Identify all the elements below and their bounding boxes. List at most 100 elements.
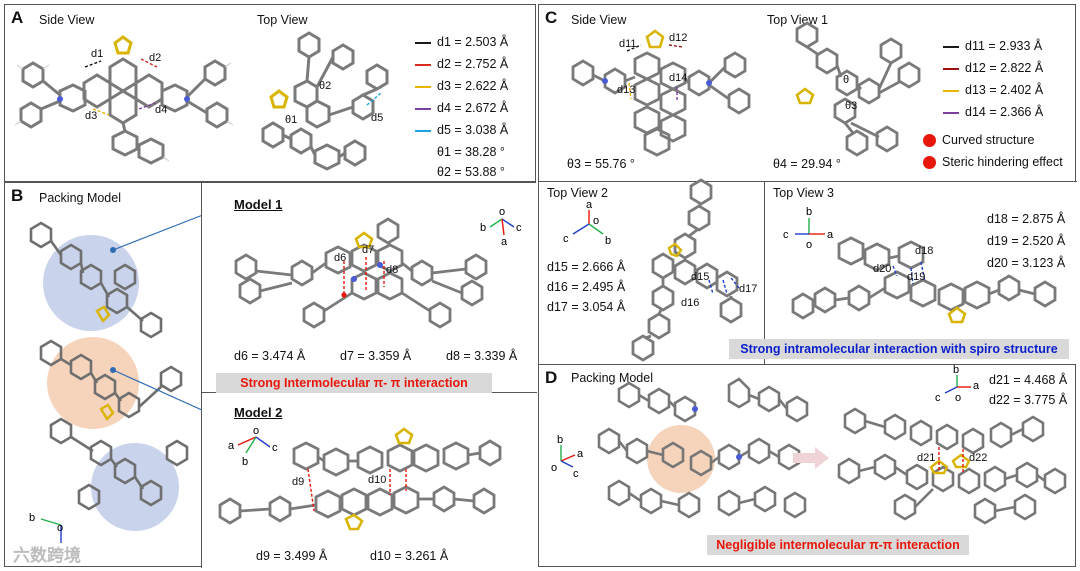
legend-d2: d2 = 2.752 Å [415, 57, 508, 71]
panel-d-left-packing [597, 377, 809, 519]
legend-d5: d5 = 3.038 Å [415, 123, 508, 137]
panel-c-banner: Strong intramolecular interaction with s… [729, 339, 1069, 359]
svg-text:o: o [253, 425, 259, 437]
axis-o: o [57, 522, 63, 534]
svg-text:c: c [573, 468, 579, 480]
red-dot-icon [923, 156, 936, 170]
label-d10: d10 [368, 474, 386, 486]
model2-axes: o a c b [228, 425, 278, 468]
panel-a-label: A [11, 8, 24, 27]
svg-text:b: b [480, 222, 486, 234]
angle-theta1: θ1 = 38.28 ° [437, 145, 505, 159]
top-view2-axes: a o c b [563, 199, 611, 247]
value-d15: d15 = 2.666 Å [547, 260, 626, 274]
model1-axes: o b c a [480, 206, 522, 248]
label-d1: d1 [91, 48, 103, 60]
label-d6: d6 [334, 252, 346, 264]
value-d8: d8 = 3.339 Å [446, 349, 518, 363]
value-d10: d10 = 3.261 Å [370, 549, 449, 563]
panel-a-top-view-title: Top View [257, 13, 308, 27]
model1-banner: Strong Intermolecular π- π interaction [216, 373, 492, 393]
watermark: 六数跨境 [13, 546, 81, 565]
svg-text:a: a [827, 229, 834, 241]
value-d7: d7 = 3.359 Å [340, 349, 412, 363]
label-d22: d22 [969, 452, 987, 464]
top-view3-molecule: d18 d19 d20 [791, 236, 1057, 324]
panel-a-side-view-molecule: d1 d2 d3 d4 [14, 35, 234, 165]
top-view2-title: Top View 2 [547, 186, 608, 200]
label-d2: d2 [149, 52, 161, 64]
svg-text:b: b [557, 434, 563, 446]
value-d19: d19 = 2.520 Å [987, 234, 1066, 248]
panel-c: C Side View Top View 1 d11 d12 d13 [538, 4, 1077, 365]
label-d5: d5 [371, 112, 383, 124]
panel-b: B Packing Model [4, 182, 537, 568]
value-d9: d9 = 3.499 Å [256, 549, 328, 563]
panel-d: D Packing Model b a o c [538, 364, 1076, 567]
angle-theta2: θ2 = 53.88 ° [437, 165, 505, 179]
panel-b-label: B [11, 186, 24, 205]
svg-text:c: c [563, 233, 569, 245]
legend-d12: d12 = 2.822 Å [943, 61, 1043, 75]
svg-text:c: c [272, 442, 278, 454]
axes-indicator-b-left: b o [29, 512, 63, 543]
label-d14: d14 [669, 72, 687, 84]
panel-c-top-view1-title: Top View 1 [767, 13, 828, 27]
svg-text:a: a [586, 199, 593, 211]
value-d17: d17 = 3.054 Å [547, 300, 626, 314]
panel-d-label: D [545, 368, 558, 387]
svg-text:a: a [973, 380, 980, 392]
label-d8: d8 [386, 264, 398, 276]
label-d20: d20 [873, 263, 891, 275]
top-view2-box: Top View 2 a o c b d15 = 2.666 Å d16 = 2… [539, 178, 765, 365]
panel-d-banner: Negligible intermolecular π-π interactio… [707, 535, 969, 555]
panel-c-side-view-title: Side View [571, 13, 627, 27]
label-d13: d13 [617, 84, 635, 96]
svg-text:b: b [242, 456, 248, 468]
panel-c-label: C [545, 8, 558, 27]
angle-theta3: θ3 = 55.76 ° [567, 157, 635, 171]
label-theta: θ [843, 74, 849, 86]
label-d12: d12 [669, 32, 687, 44]
value-d16: d16 = 2.495 Å [547, 280, 626, 294]
panel-c-side-view-molecule: d11 d12 d13 d14 [571, 29, 751, 157]
red-dot-icon [923, 134, 936, 148]
legend-d13: d13 = 2.402 Å [943, 83, 1043, 97]
svg-text:o: o [806, 239, 812, 251]
panel-d-left-axes: b a o c [551, 434, 584, 480]
angle-theta4: θ4 = 29.94 ° [773, 157, 841, 171]
note-steric-hindering: Steric hindering effect [923, 155, 1063, 170]
panel-d-transition-arrow [793, 447, 829, 469]
panel-b-packing-title: Packing Model [39, 191, 121, 205]
legend-d4: d4 = 2.672 Å [415, 101, 508, 115]
label-d17: d17 [739, 283, 757, 295]
panel-c-top-view1-molecule: θ θ3 [795, 21, 921, 157]
label-theta3: θ3 [845, 100, 857, 112]
panel-d-packing-title: Packing Model [571, 371, 653, 385]
panel-a: A Side View Top View [4, 4, 536, 182]
model1-dimer: d6 d7 d8 [234, 217, 488, 329]
value-d21: d21 = 4.468 Å [989, 373, 1068, 387]
panel-d-right-axes: b a c o [935, 364, 980, 404]
svg-text:b: b [806, 206, 812, 218]
svg-text:c: c [516, 222, 522, 234]
packing-model-column [29, 221, 189, 531]
label-theta2: θ2 [319, 80, 331, 92]
top-view3-title: Top View 3 [773, 186, 834, 200]
svg-text:b: b [605, 235, 611, 247]
svg-text:a: a [228, 440, 235, 452]
svg-text:b: b [953, 364, 959, 376]
panel-d-right-dimer: d21 d22 [837, 407, 1067, 525]
legend-d14: d14 = 2.366 Å [943, 105, 1043, 119]
label-d9: d9 [292, 476, 304, 488]
svg-text:o: o [551, 462, 557, 474]
value-d6: d6 = 3.474 Å [234, 349, 306, 363]
axis-b: b [29, 512, 35, 524]
label-theta1: θ1 [285, 114, 297, 126]
top-view2-molecule: d15 d16 d17 [631, 178, 757, 362]
note-curved-structure: Curved structure [923, 133, 1034, 148]
model2-box: Model 2 o a c b [201, 393, 537, 568]
svg-text:o: o [499, 206, 505, 218]
svg-text:a: a [577, 448, 584, 460]
svg-text:a: a [501, 236, 508, 248]
